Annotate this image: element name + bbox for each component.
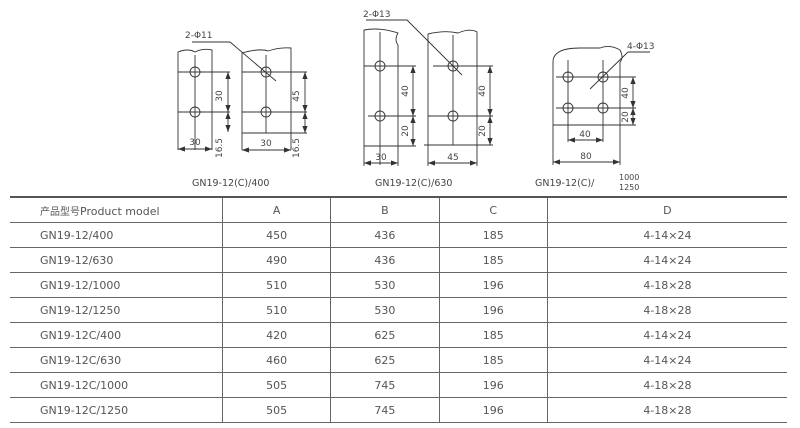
dim-label: 20 [621,111,631,123]
header-product-model: 产品型号Product model [10,196,223,223]
cell-c: 185 [438,222,548,248]
cell-model: GN19-12C/630 [10,347,223,373]
dim-label: 40 [579,130,591,140]
drawing-caption: GN19-12(C)/ [535,178,595,189]
dim-label: 16.5 [215,138,225,158]
cell-model: GN19-12C/400 [10,322,223,348]
dim-label: 16.5 [292,138,302,158]
cell-a: 450 [221,222,331,248]
cell-c: 185 [438,322,548,348]
cell-a: 420 [221,322,331,348]
drawing-caption: GN19-12(C)/630 [375,178,452,189]
drawing-caption-sub: 1000 [619,173,639,182]
cell-model: GN19-12C/1250 [10,397,223,423]
cell-a: 490 [221,247,331,273]
cell-c: 185 [438,347,548,373]
dim-label: 20 [478,125,488,137]
cell-d: 4-14×24 [546,347,787,373]
drawing-caption: GN19-12(C)/400 [192,178,269,189]
dim-label: 40 [401,85,411,97]
header-d: D [546,196,787,223]
cell-c: 185 [438,247,548,273]
cell-b: 625 [330,322,440,348]
cell-d: 4-18×28 [546,297,787,323]
cell-model: GN19-12C/1000 [10,372,223,398]
busbar-drawings: 2-Φ11 30 16.5 30 45 30 16.5 GN19-12(C)/4… [177,10,655,192]
cell-d: 4-14×24 [546,247,787,273]
cell-b: 436 [330,222,440,248]
dim-label: 40 [621,87,631,99]
dim-label: 45 [447,153,458,163]
header-model-en: Product model [80,204,160,218]
dim-label: 30 [375,153,387,163]
cell-c: 196 [438,272,548,298]
cell-b: 436 [330,247,440,273]
header-b: B [330,196,440,223]
cell-c: 196 [438,297,548,323]
cell-d: 4-14×24 [546,222,787,248]
hole-label: 2-Φ13 [363,10,391,20]
cell-a: 505 [221,372,331,398]
header-c: C [438,196,548,223]
cell-model: GN19-12/630 [10,247,223,273]
cell-model: GN19-12/400 [10,222,223,248]
hole-label: 4-Φ13 [627,42,655,52]
cell-a: 510 [221,297,331,323]
cell-b: 745 [330,397,440,423]
drawing-1000-1250 [552,45,650,165]
cell-b: 625 [330,347,440,373]
dim-label: 30 [215,90,225,102]
cell-d: 4-18×28 [546,372,787,398]
cell-a: 510 [221,272,331,298]
dim-label: 30 [260,139,272,149]
table-header-row: 产品型号Product model A B C D [10,196,787,223]
cell-a: 505 [221,397,331,423]
dim-label: 80 [580,152,592,162]
dim-label: 45 [292,90,302,101]
cell-model: GN19-12/1000 [10,272,223,298]
cell-d: 4-18×28 [546,397,787,423]
cell-c: 196 [438,397,548,423]
drawing-400 [177,41,308,153]
cell-a: 460 [221,347,331,373]
cell-c: 196 [438,372,548,398]
header-model-cn: 产品型号 [40,206,80,218]
dim-label: 20 [401,125,411,137]
cell-b: 530 [330,272,440,298]
dim-label: 40 [478,85,488,97]
header-a: A [221,196,331,223]
cell-model: GN19-12/1250 [10,297,223,323]
cell-b: 530 [330,297,440,323]
dim-label: 30 [189,138,201,148]
cell-d: 4-18×28 [546,272,787,298]
cell-d: 4-14×24 [546,322,787,348]
cell-b: 745 [330,372,440,398]
drawing-630 [363,19,493,166]
hole-label: 2-Φ11 [185,31,213,41]
drawing-caption-sub: 1250 [619,183,639,192]
